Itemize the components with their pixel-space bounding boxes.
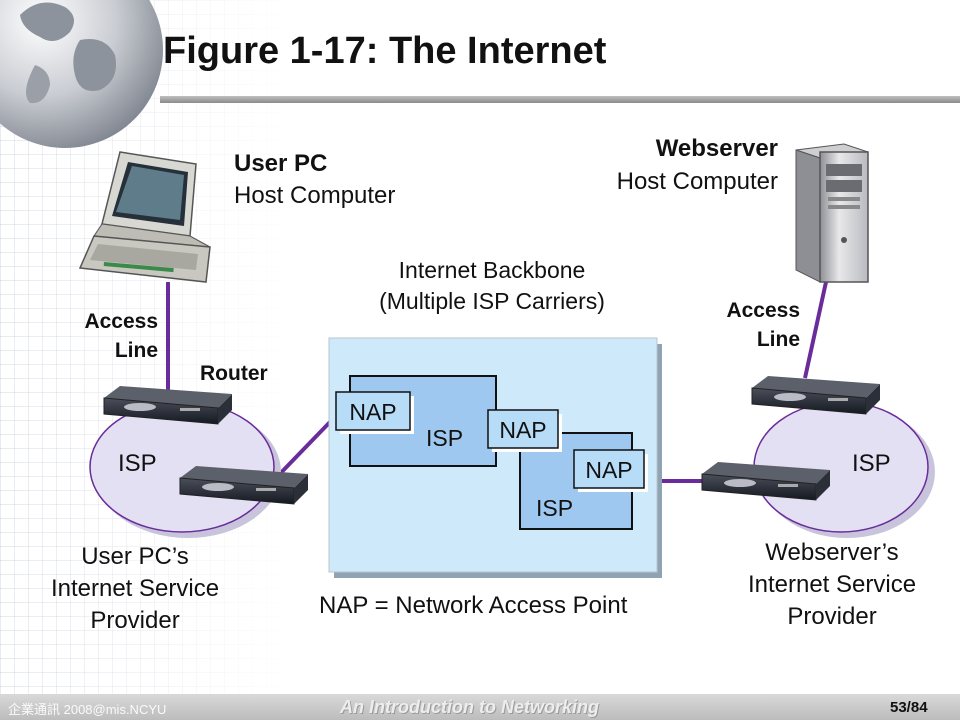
webserver-access-line-label: Access Line — [680, 296, 800, 354]
router-web-2 — [701, 462, 830, 501]
webserver-subtitle: Host Computer — [616, 168, 778, 195]
webserver-access-line — [803, 281, 828, 379]
backbone-isp-label-2: ISP — [536, 495, 574, 521]
user-isp-label: ISP — [118, 450, 157, 477]
router-web-1 — [751, 376, 880, 415]
slide-title: Figure 1-17: The Internet — [163, 30, 607, 72]
webserver-provider-line-1: Webserver’s — [765, 539, 899, 566]
router-user-2 — [179, 466, 308, 505]
backbone-isp-label-1: ISP — [426, 425, 464, 451]
footer-book-title: An Introduction to Networking — [340, 697, 599, 717]
user-provider-line-2: Internet Service — [50, 575, 220, 602]
user-access-line-label-1: Access — [84, 310, 158, 333]
webserver-title: Webserver — [655, 135, 778, 162]
user-pc-title: User PC — [234, 150, 328, 177]
backbone-title-line-2: (Multiple ISP Carriers) — [379, 288, 605, 314]
footer-course: 企業通訊 2008@mis.NCYU — [8, 702, 167, 717]
nap-label-1: NAP — [349, 399, 397, 425]
title-divider — [160, 96, 960, 103]
nap-box-1 — [335, 391, 411, 431]
webserver-tower — [795, 143, 869, 283]
backbone-isp-1 — [349, 375, 497, 467]
webserver-provider-line-2: Internet Service — [747, 571, 917, 598]
user-pc-subtitle: Host Computer — [234, 182, 396, 209]
backbone-title: Internet Backbone (Multiple ISP Carriers… — [352, 255, 632, 317]
nap-legend: NAP = Network Access Point — [319, 592, 628, 619]
webserver-provider-line-3: Provider — [787, 603, 877, 630]
internet-backbone — [328, 337, 662, 578]
nap-box-2 — [487, 409, 559, 449]
user-access-line-label: Access Line — [40, 307, 158, 365]
webserver-access-line-label-2: Line — [756, 328, 800, 351]
user-access-line-label-2: Line — [114, 339, 158, 362]
nap-label-3: NAP — [585, 457, 633, 483]
user-provider-caption: User PC’s Internet Service Provider — [20, 541, 250, 637]
router-label: Router — [200, 362, 268, 385]
user-isp-cloud — [89, 401, 281, 538]
webserver-access-line-label-1: Access — [726, 299, 800, 322]
user-pc-laptop — [78, 151, 211, 283]
user-provider-line-1: User PC’s — [81, 543, 189, 570]
webserver-isp-label: ISP — [852, 450, 891, 477]
globe-logo — [0, 0, 170, 160]
webserver-provider-caption: Webserver’s Internet Service Provider — [720, 537, 944, 633]
nap-box-3 — [573, 449, 645, 489]
user-isp-to-backbone-line — [270, 420, 332, 484]
webserver-isp-cloud — [753, 401, 935, 538]
nap-label-2: NAP — [499, 417, 547, 443]
backbone-title-line-1: Internet Backbone — [398, 257, 586, 283]
router-user-1 — [103, 386, 232, 425]
slide-number: 53/84 — [890, 699, 928, 716]
network-links — [166, 281, 828, 484]
footer-bar — [0, 694, 960, 720]
user-provider-line-3: Provider — [90, 607, 180, 634]
